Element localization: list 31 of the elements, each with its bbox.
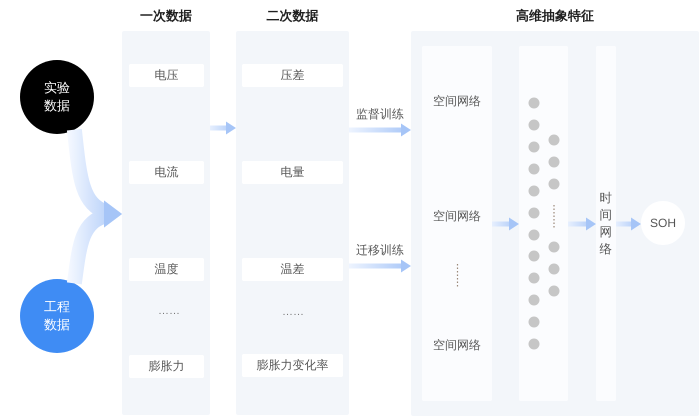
data-box: 膨胀力变化率 xyxy=(242,354,343,377)
data-circle: 工程数据 xyxy=(20,279,94,353)
data-box: 电量 xyxy=(242,161,343,184)
data-box: 温度 xyxy=(129,258,204,281)
neuron-column xyxy=(519,46,568,401)
arrow xyxy=(210,122,236,134)
panel-title: 一次数据 xyxy=(140,7,192,25)
data-box: 温差 xyxy=(242,258,343,281)
data-box: 电压 xyxy=(129,64,204,87)
panel-title: 高维抽象特征 xyxy=(516,7,594,25)
arrow xyxy=(568,218,596,230)
edge-label: 迁移训练 xyxy=(355,242,405,258)
data-box: 压差 xyxy=(242,64,343,87)
arrow xyxy=(616,218,642,230)
network-label: 空间网络 xyxy=(433,208,481,224)
arrow xyxy=(492,218,519,230)
network-column xyxy=(422,46,492,401)
network-label: 空间网络 xyxy=(433,337,481,353)
panel-title: 二次数据 xyxy=(266,7,318,25)
arrow xyxy=(349,260,411,272)
network-label: 空间网络 xyxy=(433,93,481,109)
data-circle: 实验数据 xyxy=(20,60,94,134)
edge-label: 监督训练 xyxy=(355,106,405,122)
network-column: 时间网络 xyxy=(596,46,616,401)
ellipsis-text: …… xyxy=(282,305,304,319)
arrow xyxy=(66,202,122,284)
data-box: 膨胀力 xyxy=(129,355,204,378)
output-circle: SOH xyxy=(641,201,685,245)
arrow xyxy=(349,124,411,136)
data-box: 电流 xyxy=(129,161,204,184)
ellipsis-text: …… xyxy=(158,304,180,318)
